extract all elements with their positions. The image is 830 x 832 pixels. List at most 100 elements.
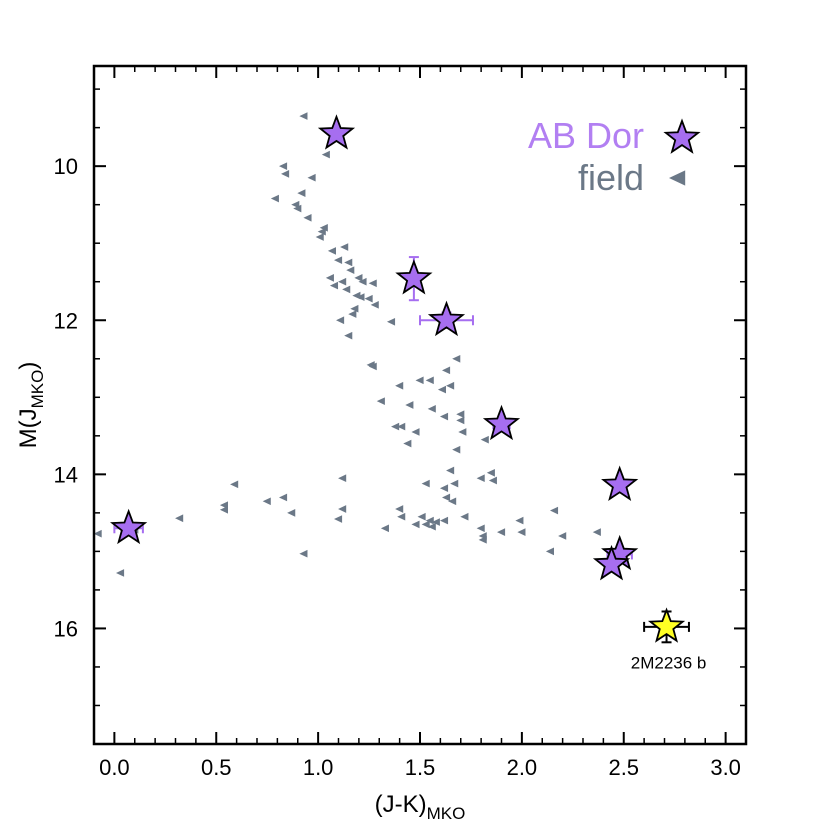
field-point-marker	[376, 397, 385, 405]
field-point-marker	[327, 247, 336, 255]
x-axis-label: (J-K)MKO	[375, 791, 466, 823]
y-axis-label-close: )	[15, 362, 42, 370]
axis-ticks	[94, 66, 746, 744]
field-point-marker	[417, 512, 426, 521]
abdor-star-marker	[427, 300, 466, 337]
abdor-star-marker	[110, 508, 148, 545]
field-point-marker	[317, 227, 326, 236]
abdor-star-marker	[395, 259, 433, 295]
y-tick-label: 14	[54, 462, 78, 487]
x-axis-label-main: (J-K)	[375, 791, 427, 818]
field-point-marker	[439, 484, 449, 493]
field-point-marker	[299, 549, 308, 558]
legend-triangle-marker	[669, 170, 686, 186]
field-point-marker	[340, 243, 349, 251]
field-point-marker	[421, 520, 430, 529]
field-point-marker	[421, 479, 430, 488]
field-point-marker	[425, 376, 434, 385]
field-point-marker	[380, 524, 389, 533]
field-point-marker	[175, 514, 184, 523]
field-point-marker	[350, 304, 359, 313]
legend-star-marker	[663, 118, 701, 154]
field-point-marker	[344, 258, 353, 267]
y-axis-label: M(JMKO)	[15, 362, 47, 449]
field-point-marker	[497, 528, 506, 536]
field-point-marker	[411, 428, 420, 436]
y-tick-label: 12	[54, 308, 78, 333]
field-point-marker	[270, 194, 279, 203]
field-point-marker	[397, 422, 406, 431]
field-point-marker	[425, 516, 434, 525]
field-point-marker	[480, 435, 489, 444]
field-point-marker	[356, 293, 365, 301]
field-point-marker	[545, 547, 554, 556]
field-point-marker	[397, 512, 406, 521]
field-point-marker	[517, 528, 526, 536]
field-point-marker	[342, 285, 351, 294]
field-point-marker	[441, 366, 451, 375]
field-point-marker	[441, 493, 451, 502]
field-point-marker	[344, 331, 353, 340]
field-point-marker	[281, 170, 290, 178]
field-point-marker	[431, 518, 440, 526]
field-point-marker	[460, 512, 469, 521]
field-point-marker	[346, 266, 355, 274]
field-point-marker	[315, 233, 324, 241]
field-point-marker	[456, 410, 465, 419]
field-point-marker	[297, 189, 306, 197]
y-tick-label: 10	[54, 154, 78, 179]
field-point-marker	[395, 505, 404, 513]
plot-area	[94, 112, 690, 644]
field-point-marker	[476, 524, 485, 533]
field-point-marker	[456, 416, 465, 425]
field-point-marker	[458, 428, 467, 436]
field-point-marker	[415, 376, 424, 385]
field-point-marker	[358, 277, 367, 286]
field-point-marker	[115, 569, 125, 577]
field-point-marker	[319, 223, 328, 232]
field-point-marker	[329, 281, 339, 290]
field-point-marker	[366, 361, 375, 369]
field-point-marker	[405, 401, 414, 409]
y-axis-label-main: M(J	[15, 408, 42, 448]
field-point-marker	[386, 317, 396, 326]
field-point-marker	[592, 528, 601, 536]
field-point-marker	[452, 354, 461, 363]
field-point-marker	[291, 200, 300, 209]
field-point-marker	[478, 536, 487, 544]
x-tick-label: 1.0	[303, 755, 334, 780]
y-axis-label-sub: MKO	[28, 370, 47, 409]
field-point-marker	[368, 279, 377, 288]
field-point-marker	[325, 274, 334, 282]
field-point-marker	[488, 476, 497, 485]
field-point-marker	[395, 381, 404, 390]
field-point-marker	[439, 412, 449, 421]
legend-label-field: field	[578, 157, 644, 198]
legend-label-abdor: AB Dor	[528, 115, 644, 156]
field-point-marker	[348, 310, 357, 318]
field-point-marker	[448, 497, 457, 506]
field-point-marker	[338, 505, 347, 513]
field-point-marker	[427, 522, 436, 531]
field-point-marker	[364, 294, 373, 303]
field-point-marker	[354, 274, 363, 282]
field-point-marker	[391, 422, 400, 431]
field-point-marker	[307, 173, 316, 182]
field-point-marker	[303, 213, 312, 222]
field-point-marker	[299, 112, 308, 120]
field-point-marker	[446, 466, 455, 475]
abdor-star-marker	[317, 114, 356, 150]
field-point-marker	[515, 516, 524, 525]
field-point-marker	[411, 520, 420, 529]
legend-star-icon	[663, 118, 701, 154]
target-annotation: 2M2236 b	[631, 653, 707, 672]
y-tick-label: 16	[54, 616, 78, 641]
x-axis-label-sub: MKO	[427, 804, 466, 823]
field-point-marker	[94, 529, 102, 538]
field-point-marker	[219, 505, 228, 514]
field-point-marker	[293, 204, 302, 213]
abdor-star-marker	[592, 544, 631, 581]
field-point-marker	[334, 515, 343, 523]
